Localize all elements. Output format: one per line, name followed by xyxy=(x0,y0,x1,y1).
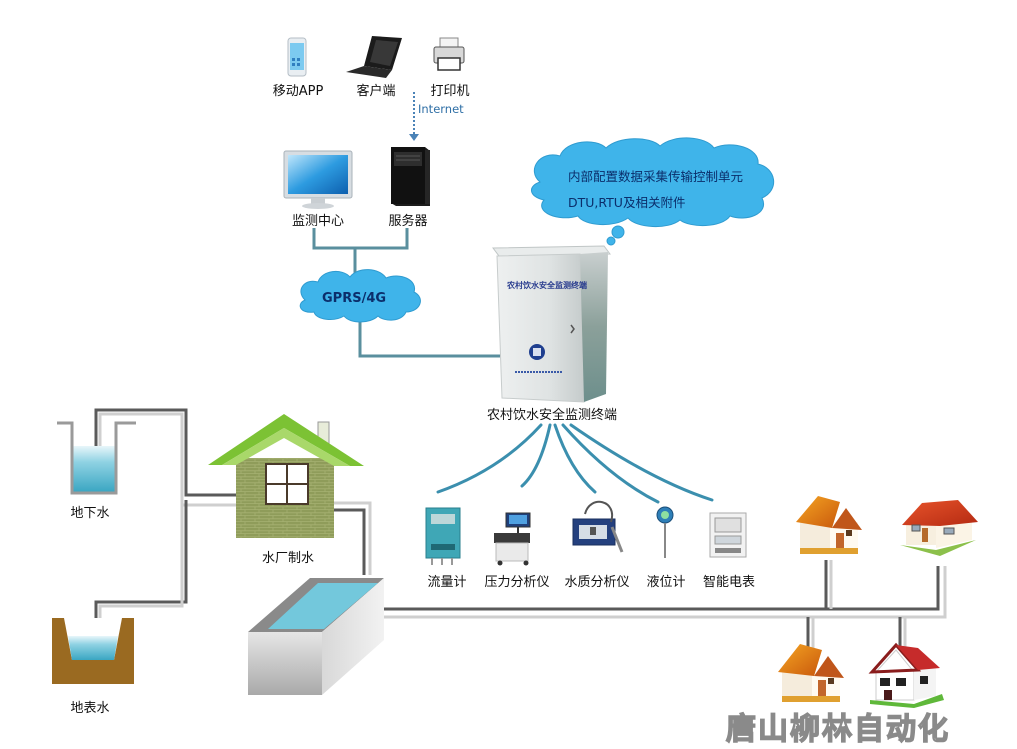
mobile-app-label: 移动APP xyxy=(272,84,324,99)
house-icon xyxy=(796,496,862,554)
gprs-cloud xyxy=(299,269,421,323)
surface-water-label: 地表水 xyxy=(70,701,110,716)
flow-meter-label: 流量计 xyxy=(427,575,467,590)
water-plant-label: 水厂制水 xyxy=(261,551,315,566)
watermark: 唐山柳林自动化 xyxy=(725,711,950,747)
smart-meter-label: 智能电表 xyxy=(702,575,756,590)
pipe-network xyxy=(94,408,947,655)
wireless-links xyxy=(436,423,714,504)
water-plant-icon xyxy=(208,414,364,538)
house-icon xyxy=(900,500,978,556)
callout-line-1: 内部配置数据采集传输控制单元 xyxy=(568,169,744,184)
internet-label: Internet xyxy=(418,102,464,116)
server-label: 服务器 xyxy=(388,214,428,229)
internet-link xyxy=(409,92,419,141)
terminal-label: 农村饮水安全监测终端 xyxy=(486,408,618,423)
monitoring-center-label: 监测中心 xyxy=(291,214,345,229)
client-label: 客户端 xyxy=(356,84,396,99)
cabinet-text: 农村饮水安全监测终端 xyxy=(507,280,587,290)
callout-line-2: DTU,RTU及相关附件 xyxy=(568,195,686,210)
pressure-analyzer-icon xyxy=(494,512,531,566)
pressure-analyzer-label: 压力分析仪 xyxy=(484,575,550,590)
water-quality-analyzer-label: 水质分析仪 xyxy=(564,575,630,590)
reservoir-tank-icon xyxy=(248,578,384,695)
server-tower-icon xyxy=(391,147,430,206)
gprs-label: GPRS/4G xyxy=(322,291,387,306)
laptop-icon xyxy=(346,36,402,78)
surface-water-pond-icon xyxy=(52,618,134,684)
groundwater-well-icon xyxy=(57,421,136,495)
callout-cloud xyxy=(531,137,774,246)
monitoring-terminal-cabinet xyxy=(492,245,611,403)
flow-meter-icon xyxy=(425,507,461,565)
printer-label: 打印机 xyxy=(430,84,470,99)
smartphone-icon xyxy=(287,37,307,77)
house-icon xyxy=(868,642,944,708)
level-gauge-icon xyxy=(656,506,674,558)
water-quality-analyzer-icon xyxy=(572,500,624,553)
monitor-icon xyxy=(283,150,353,209)
printer-icon xyxy=(433,37,465,71)
smart-meter-icon xyxy=(709,512,747,558)
groundwater-label: 地下水 xyxy=(70,506,110,521)
level-gauge-label: 液位计 xyxy=(646,575,686,590)
house-icon xyxy=(778,644,844,702)
